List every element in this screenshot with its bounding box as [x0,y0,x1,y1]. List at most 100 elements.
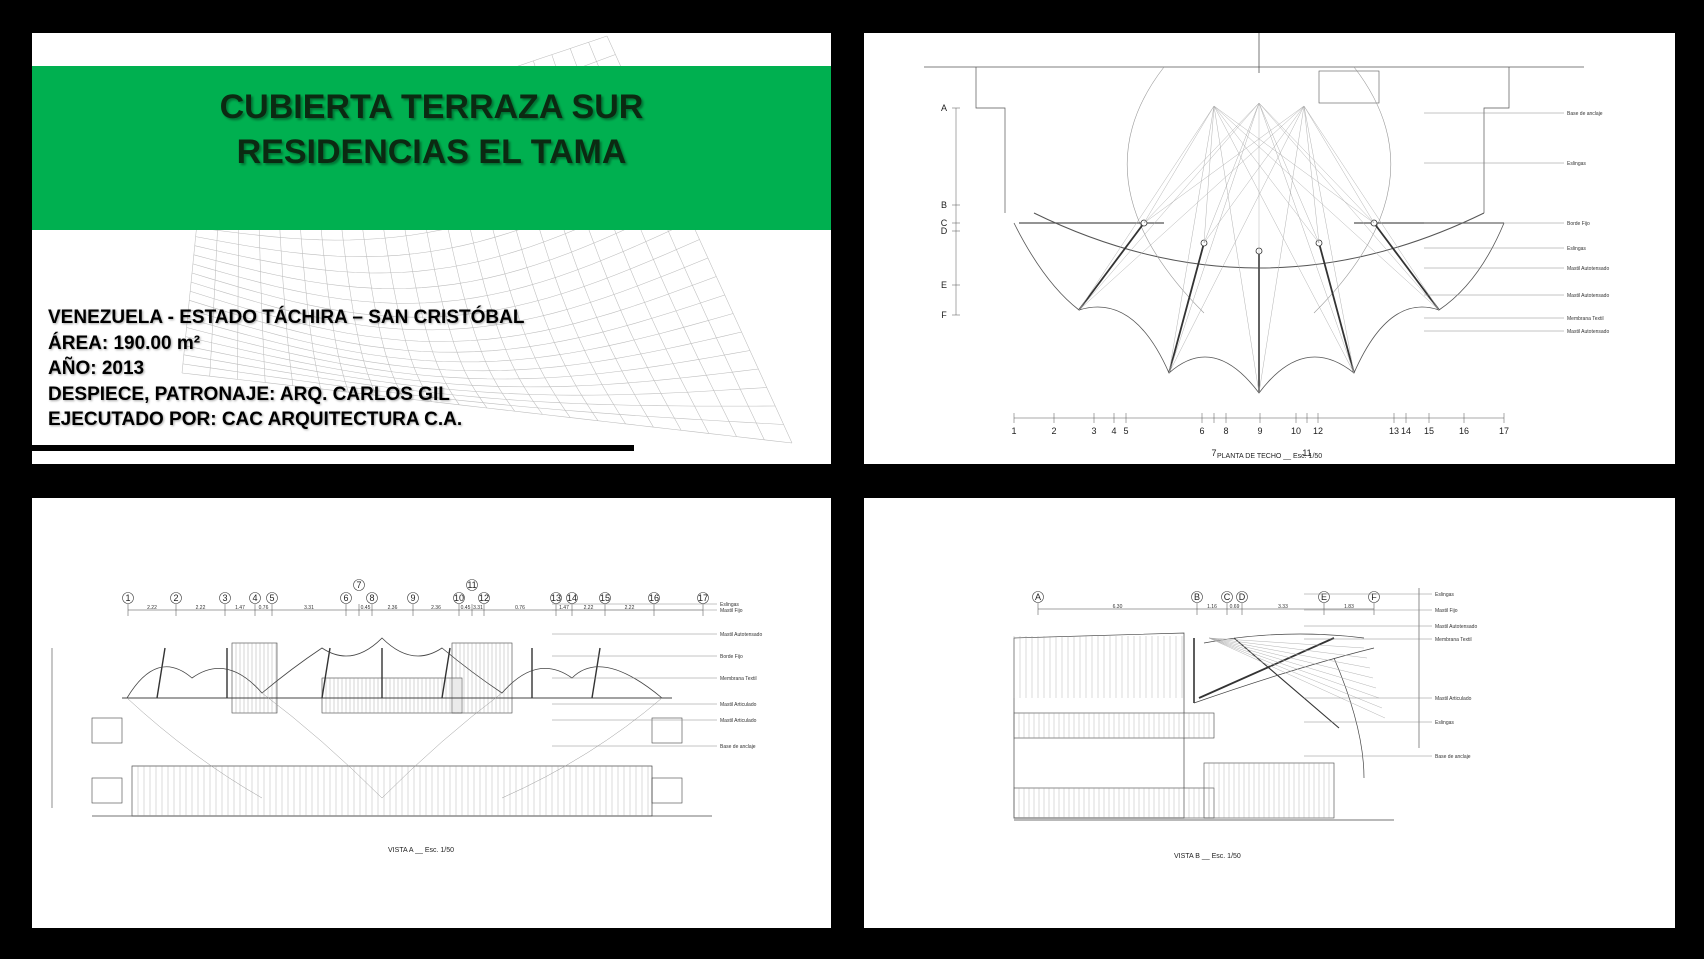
title-band [32,66,831,230]
sling-1-6 [1258,102,1375,224]
number-label-10-bubble [453,592,465,604]
sling-1-0 [1078,102,1260,311]
number-label-12: 12 [1313,426,1323,436]
number-label-14: 14 [1401,426,1411,436]
divider-rule [32,445,634,451]
number-label-4: 4 [1111,426,1116,436]
sling-4 [1208,637,1374,679]
sling-6 [1208,637,1380,699]
callout-6: Mastil Autotensado [1567,293,1609,299]
number-label-6-bubble [340,592,352,604]
sling-7 [1208,637,1383,709]
number-label-7: 7 [356,580,361,590]
dim-4: 0.76 [259,605,269,611]
sling-0-6 [1213,105,1375,224]
letter-label-1-bubble [1032,591,1044,603]
facade-2 [321,677,463,714]
letter-label-3: C [1224,592,1231,602]
sling-2-1 [1168,105,1305,374]
number-label-7-bubble [353,579,365,591]
number-label-10: 10 [454,593,464,603]
sling-2-2 [1258,105,1305,394]
letter-label-1: A [1035,592,1041,602]
callout-5: Mastil Articulado [1435,696,1472,702]
number-label-13: 13 [551,593,561,603]
dim-9: 0.45 [461,605,471,611]
sling-1-4 [1258,102,1440,311]
plan-caption: PLANTA DE TECHO __ Esc. 1/50 [1217,453,1323,460]
callout-3: Mastil Autotensado [720,632,762,638]
left-block-top [91,717,123,744]
callout-8: Mastil Autotensado [1567,329,1609,335]
guide-arc-right [1313,66,1392,314]
sling-1-3 [1258,102,1355,374]
sling-8 [1208,637,1386,719]
sling-0-4 [1213,105,1440,311]
number-label-3: 3 [1091,426,1096,436]
letter-label-2: B [1194,592,1200,602]
view-b-caption: VISTA B __ Esc. 1/50 [1174,853,1241,860]
callout-5: Mastil Autotensado [1567,266,1609,272]
sling-2-4 [1303,105,1440,311]
number-label-17: 17 [698,593,708,603]
letter-label-F: F [941,310,947,320]
number-label-12-bubble [478,592,490,604]
number-label-15: 15 [600,593,610,603]
number-label-1: 1 [125,593,130,603]
number-label-5: 5 [1123,426,1128,436]
number-label-11-bubble [466,579,478,591]
sling-3 [1208,637,1371,669]
sling-1-1 [1168,102,1260,374]
mast-7 [591,647,601,699]
number-label-15: 15 [1424,426,1434,436]
number-label-5-bubble [266,592,278,604]
callout-6: Eslingas [1435,720,1454,726]
callout-2: Mastil Fijo [1435,608,1458,614]
sling-2-0 [1078,105,1305,311]
right-block-bottom [651,777,683,804]
sling-2-8 [1303,105,1320,244]
callout-7: Membrana Textil [1567,316,1604,322]
letter-label-C: C [941,218,948,228]
number-label-16: 16 [649,593,659,603]
right-block-top [651,717,683,744]
number-label-3: 3 [222,593,227,603]
title-line-1: CUBIERTA TERRAZA SUR [219,88,644,126]
dim-1: 2.22 [147,605,157,611]
number-label-13: 13 [1389,426,1399,436]
sling-1-8 [1258,102,1320,244]
sling-1-7 [1203,102,1260,244]
project-title: CUBIERTA TERRAZA SUR RESIDENCIAS EL TAMA [32,85,831,175]
number-label-8-bubble [366,592,378,604]
dim-2: 2.22 [196,605,206,611]
title-line-2: RESIDENCIAS EL TAMA [236,133,627,171]
dim-12: 1.47 [559,605,569,611]
letter-label-5: E [1321,592,1327,602]
callout-6: Mastil Articulado [720,702,757,708]
number-label-14-bubble [566,592,578,604]
letter-label-A: A [941,103,947,113]
callout-4: Borde Fijo [720,654,743,660]
dim-5: 3.31 [304,605,314,611]
dim-14: 2.22 [625,605,635,611]
callout-3: Mastil Autotensado [1435,624,1477,630]
number-label-1: 1 [1011,426,1016,436]
number-label-14: 14 [567,593,577,603]
sling-0-2 [1213,105,1260,394]
callout-2: Mastil Fijo [720,608,743,614]
number-label-17: 17 [1499,426,1509,436]
building-outline [924,66,1584,213]
sling-2-6 [1303,105,1375,224]
callout-2: Eslingas [1567,161,1586,167]
project-info: VENEZUELA - ESTADO TÁCHIRA – SAN CRISTÓB… [48,305,524,433]
number-label-11: 11 [1302,448,1311,458]
info-year: AÑO: 2013 [48,358,145,379]
letter-label-B: B [941,200,947,210]
number-label-6: 6 [343,593,348,603]
guide-arc-left [1126,66,1205,314]
letter-label-3-bubble [1221,591,1233,603]
sling-0-5 [1143,105,1215,224]
